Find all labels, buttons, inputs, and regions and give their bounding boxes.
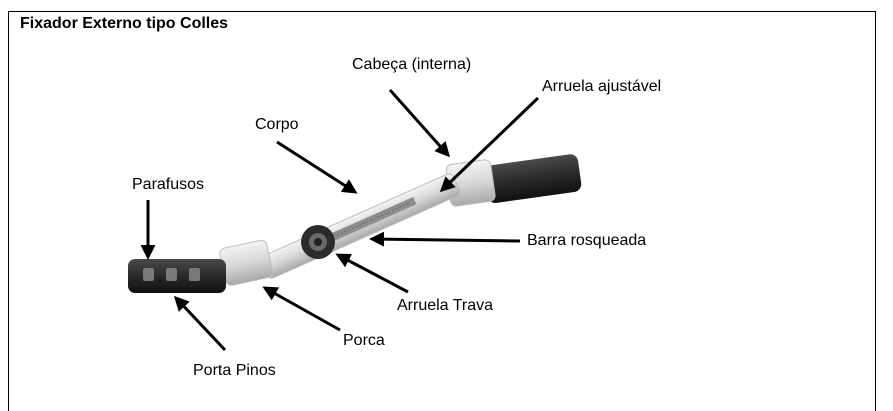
arrow-cabeca (388, 89, 450, 158)
label-cabeca: Cabeça (interna) (352, 56, 472, 73)
diagram-frame (8, 11, 876, 411)
arrow-porta-pinos (173, 295, 227, 352)
arrow-arruela-trava (335, 253, 409, 294)
body-bar (260, 173, 461, 279)
arrow-arruela-ajustavel (439, 96, 540, 193)
label-barra-rosqueada: Barra rosqueada (527, 232, 647, 249)
label-porta-pinos: Porta Pinos (193, 362, 276, 379)
arrow-barra-rosqueada (369, 231, 521, 247)
label-corpo: Corpo (255, 116, 299, 133)
arrow-porca (262, 286, 341, 332)
label-arruela-trava: Arruela Trava (397, 297, 494, 314)
right-pin-holder (483, 154, 582, 204)
label-parafusos: Parafusos (132, 176, 205, 193)
label-arruela-ajustavel: Arruela ajustável (542, 78, 662, 95)
label-porca: Porca (343, 332, 385, 349)
diagram-title: Fixador Externo tipo Colles (20, 15, 229, 32)
left-pin-holder (128, 259, 226, 293)
locking-washer (301, 225, 335, 259)
lower-joint (219, 239, 273, 286)
arrow-corpo (276, 140, 358, 194)
